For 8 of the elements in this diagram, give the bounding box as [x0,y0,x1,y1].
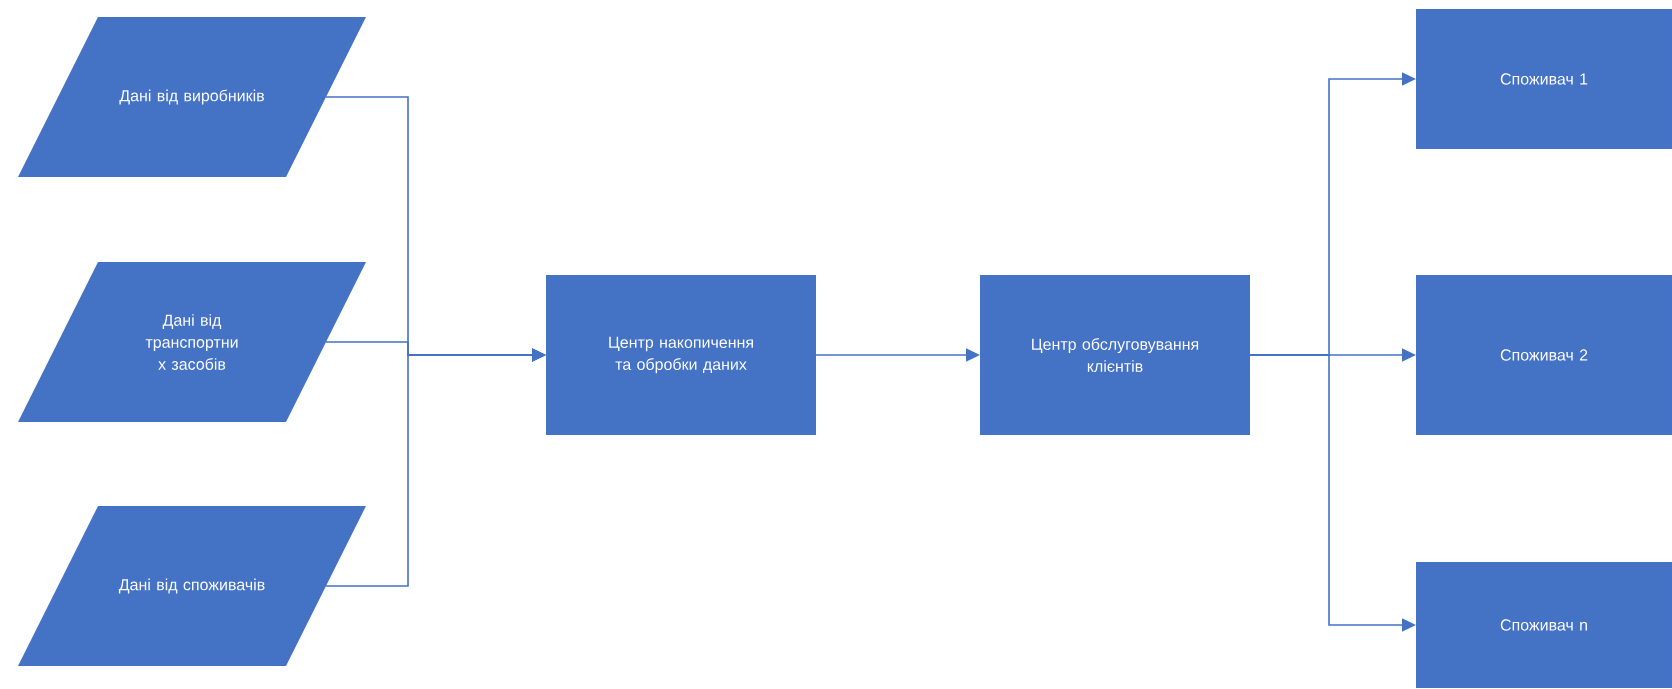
process-box: Центр накопичення та обробки даних [546,275,816,435]
process-box: Споживач 2 [1416,275,1672,435]
process-box: Споживач 1 [1416,9,1672,149]
data-parallelogram: Дані від транспортни х засобів [18,262,366,422]
data-parallelogram: Дані від виробників [18,17,366,177]
process-box: Центр обслуговування клієнтів [980,275,1250,435]
process-box: Споживач n [1416,562,1672,688]
data-parallelogram: Дані від споживачів [18,506,366,666]
